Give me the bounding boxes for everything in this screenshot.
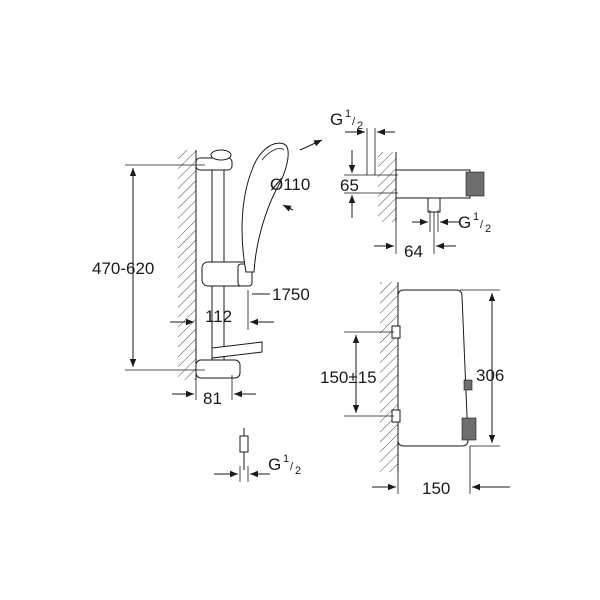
label-hose-connection: G 1 / 2 <box>268 453 301 477</box>
svg-text:G: G <box>458 213 471 232</box>
svg-text:1: 1 <box>283 453 289 465</box>
svg-text:2: 2 <box>357 120 363 132</box>
label-side-connection: G 1 / 2 <box>458 211 491 235</box>
shower-rail-view: 470-620 Ø110 1750 112 81 G 1 / 2 <box>92 139 323 482</box>
thermostat-side-view: G 1 / 2 65 64 G 1 / 2 <box>330 108 491 261</box>
label-inlet-centers: 150±15 <box>320 368 377 387</box>
wall-hatch-top-right <box>378 152 396 222</box>
thermostat-front-view: 150±15 306 150 <box>320 282 510 498</box>
thermostat-control-top <box>463 379 473 391</box>
svg-text:1: 1 <box>473 211 479 223</box>
hand-shower-face <box>261 148 285 161</box>
svg-text:G: G <box>268 455 281 474</box>
wall-hatch-left <box>178 150 196 380</box>
hose-connector <box>239 435 249 453</box>
thermostat-body-front <box>397 289 469 447</box>
label-thermostat-depth: 150 <box>422 479 450 498</box>
svg-text:2: 2 <box>295 465 301 477</box>
label-rail-projection-lower: 81 <box>203 389 222 408</box>
label-rail-projection-upper: 112 <box>205 307 232 326</box>
label-top-connection: G 1 / 2 <box>330 108 363 132</box>
rail-top-cap <box>210 149 232 161</box>
thermostat-control-bottom <box>461 417 477 441</box>
label-valve-projection: 64 <box>404 242 423 261</box>
svg-text:/: / <box>352 116 356 128</box>
label-thermostat-height: 306 <box>476 366 504 385</box>
svg-text:/: / <box>290 461 294 473</box>
thermostat-body-side <box>395 169 471 199</box>
svg-text:2: 2 <box>485 223 491 235</box>
label-rail-height: 470-620 <box>92 259 154 278</box>
rail-bottom-bracket <box>195 359 241 379</box>
rail-shelf <box>211 341 263 359</box>
thermostat-handle <box>465 171 485 197</box>
wall-hatch-bottom-right <box>380 282 398 472</box>
svg-text:G: G <box>330 110 343 129</box>
label-handshower-diameter: Ø110 <box>270 175 310 194</box>
svg-text:/: / <box>480 219 484 231</box>
hand-shower <box>241 142 289 273</box>
rail-top-bracket <box>195 157 233 171</box>
svg-text:1: 1 <box>345 108 351 120</box>
label-valve-height: 65 <box>340 176 359 195</box>
label-hose-length: 1750 <box>272 285 310 304</box>
thermostat-outlet <box>427 197 441 213</box>
